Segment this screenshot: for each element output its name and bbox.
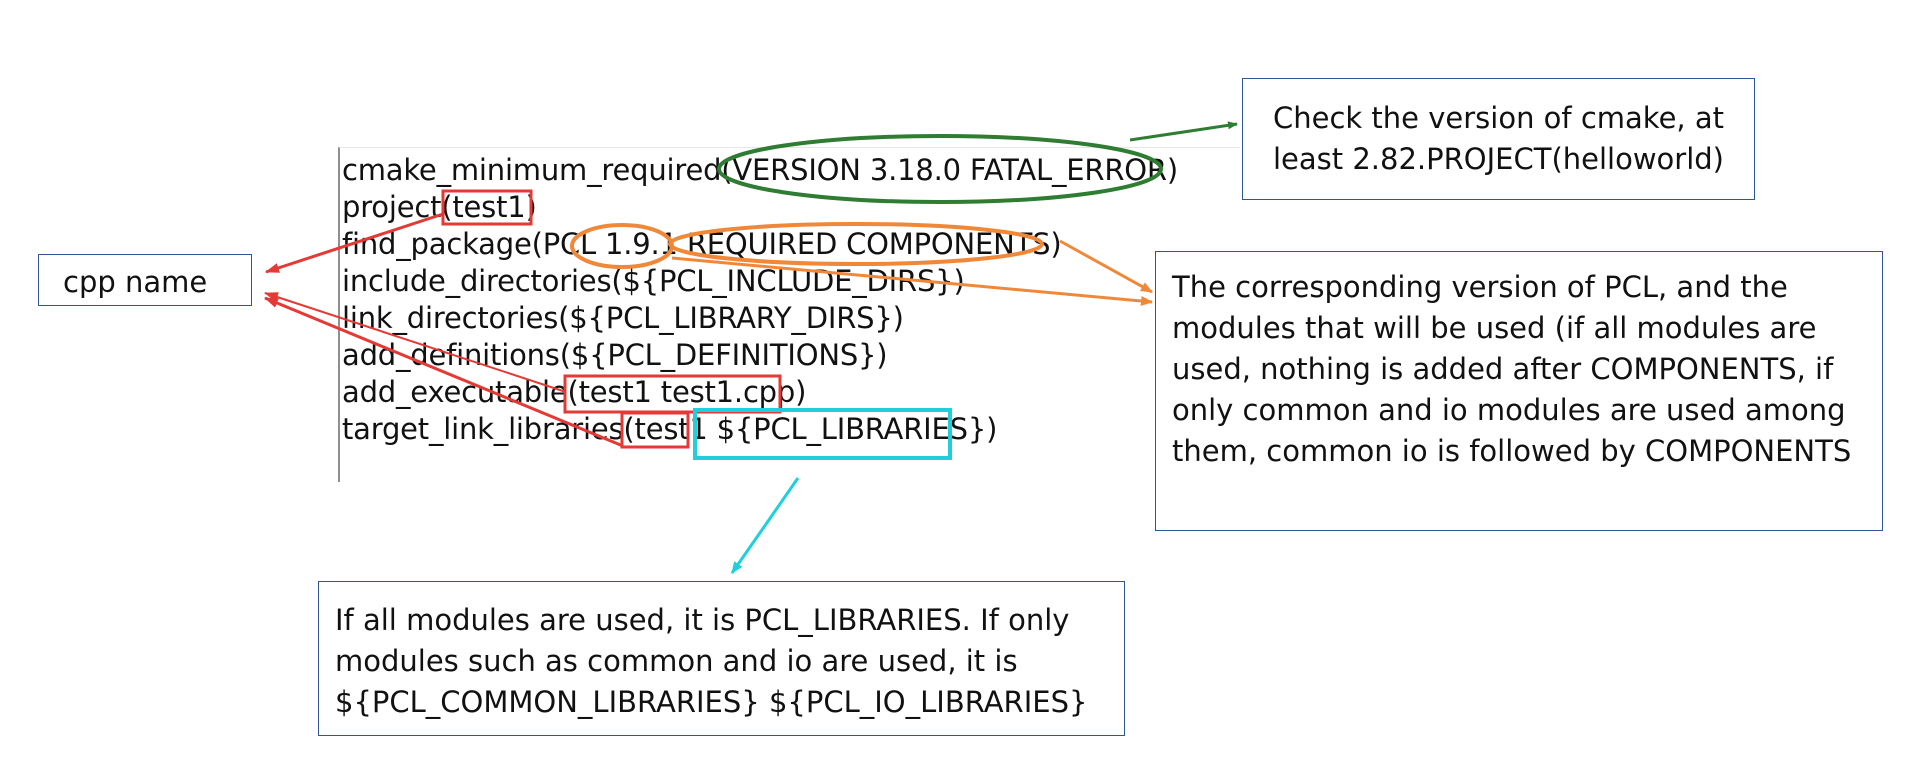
note-cmake-version-text: Check the version of cmake, at least 2.8… (1272, 101, 1724, 176)
note-pcl-libraries: If all modules are used, it is PCL_LIBRA… (318, 581, 1125, 736)
code-line-link-directories: link_directories(${PCL_LIBRARY_DIRS}) (342, 301, 904, 335)
note-cpp-name-text: cpp name (63, 265, 208, 299)
note-pcl-libraries-text: If all modules are used, it is PCL_LIBRA… (335, 603, 1088, 719)
code-line-add-definitions: add_definitions(${PCL_DEFINITIONS}) (342, 338, 888, 372)
code-line-add-executable: add_executable(test1 test1.cpp) (342, 375, 807, 409)
code-line-project: project(test1) (342, 190, 537, 224)
arrow-version-to-note (1129, 121, 1238, 142)
note-pcl-version-text: The corresponding version of PCL, and th… (1172, 270, 1852, 468)
arrow-libraries-to-note (730, 477, 800, 574)
code-line-cmake-minimum: cmake_minimum_required(VERSION 3.18.0 FA… (342, 153, 1178, 187)
code-line-find-package: find_package(PCL 1.9.1 REQUIRED COMPONEN… (342, 227, 1062, 261)
code-line-target-link-libraries: target_link_libraries(test1 ${PCL_LIBRAR… (342, 412, 998, 446)
note-cpp-name: cpp name (38, 254, 252, 306)
note-cmake-version: Check the version of cmake, at least 2.8… (1242, 78, 1755, 200)
note-pcl-version: The corresponding version of PCL, and th… (1155, 251, 1883, 531)
code-line-include-directories: include_directories(${PCL_INCLUDE_DIRS}) (342, 264, 965, 298)
